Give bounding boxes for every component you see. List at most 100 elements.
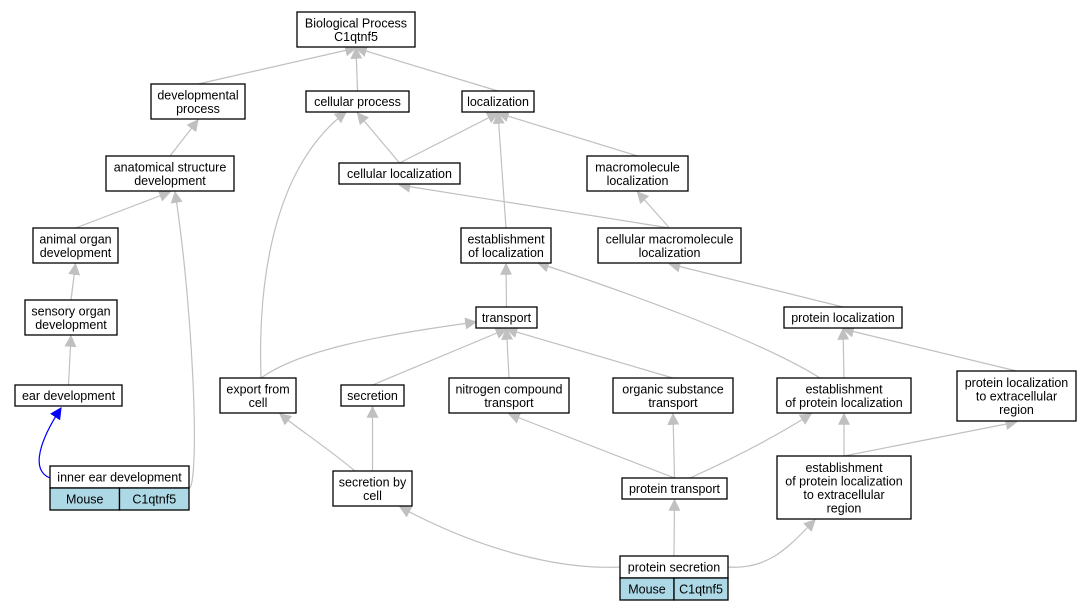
node-label-line: secretion xyxy=(347,389,398,403)
node-label-line: region xyxy=(999,403,1034,417)
node-label-line: transport xyxy=(648,396,698,410)
node-box xyxy=(150,83,246,120)
node-box xyxy=(783,306,903,329)
annotation-cell-label: C1qtnf5 xyxy=(679,583,723,597)
node-label-line: cell xyxy=(249,396,268,410)
edge-prot_transport-to-nitrogen xyxy=(507,412,675,479)
annotation-cell-box xyxy=(673,577,729,601)
node-box xyxy=(340,384,405,407)
edge-export-to-transport xyxy=(260,317,478,379)
edge-cell_loc-to-cell_proc xyxy=(356,112,400,164)
node-secretion[interactable]: secretion xyxy=(340,384,405,407)
node-box xyxy=(296,11,416,48)
annotation-cell-mouse[interactable]: Mouse xyxy=(49,487,121,511)
node-label-line: region xyxy=(827,501,862,515)
node-label-line: ear development xyxy=(22,389,116,403)
edge-animal_organ-to-anat xyxy=(75,190,172,229)
edge-sec_by_cell-to-export xyxy=(279,413,356,472)
annotation-cell-label: C1qtnf5 xyxy=(132,493,176,507)
node-label-line: developmental xyxy=(157,88,238,102)
node-label-line: development xyxy=(134,174,206,188)
node-label-line: transport xyxy=(482,311,532,325)
node-label-line: localization xyxy=(639,246,701,260)
node-label-line: development xyxy=(35,318,107,332)
edge-prot_sec-to-est_prot_loc_extra xyxy=(727,519,816,568)
node-label-line: cellular macromolecule xyxy=(606,232,734,246)
node-label-line: nitrogen compound xyxy=(455,382,562,396)
node-box xyxy=(219,377,297,414)
node-transport[interactable]: transport xyxy=(475,306,538,329)
node-box xyxy=(776,455,912,520)
annotation-cell-c1qtnf5[interactable]: C1qtnf5 xyxy=(673,577,729,601)
edge-nitrogen-to-transport xyxy=(501,327,514,379)
edge-inner_ear-to-ear xyxy=(38,406,62,479)
node-label-line: process xyxy=(176,102,220,116)
node-cell-proc[interactable]: cellular process xyxy=(305,90,410,113)
edge-prot_loc-to-cell_macro_loc xyxy=(668,260,844,308)
node-box xyxy=(14,384,123,407)
node-box xyxy=(32,227,119,264)
node-box xyxy=(105,155,235,192)
node-loc[interactable]: localization xyxy=(461,90,535,113)
node-label-line: establishment xyxy=(467,232,545,246)
edge-cell_macro_loc-to-cell_loc xyxy=(398,180,670,229)
node-label-line: inner ear development xyxy=(57,471,182,485)
node-label-line: localization xyxy=(607,174,669,188)
annotation-cell-mouse[interactable]: Mouse xyxy=(619,577,675,601)
node-box xyxy=(24,299,118,336)
node-label-line: C1qtnf5 xyxy=(334,30,378,44)
node-box xyxy=(332,470,413,507)
edge-prot_sec-to-prot_transport xyxy=(668,498,681,557)
node-label-line: cellular process xyxy=(314,95,401,109)
node-label-line: protein transport xyxy=(629,482,721,496)
node-label-line: establishment xyxy=(805,461,883,475)
node-box xyxy=(338,162,461,185)
node-label-line: protein localization xyxy=(965,376,1069,390)
node-label-line: development xyxy=(40,246,112,260)
node-box xyxy=(621,477,728,500)
edges-layer xyxy=(38,44,1018,568)
edge-loc-to-bp xyxy=(354,45,499,92)
node-prot-loc[interactable]: protein localization xyxy=(783,306,903,329)
node-cell-loc[interactable]: cellular localization xyxy=(338,162,461,185)
node-label-line: animal organ xyxy=(39,232,111,246)
node-label-line: transport xyxy=(484,396,534,410)
edge-cell_loc-to-loc xyxy=(399,112,500,164)
node-prot-transport[interactable]: protein transport xyxy=(621,477,728,500)
edge-prot_sec-to-sec_by_cell xyxy=(398,506,621,568)
edge-macro_loc-to-loc xyxy=(496,110,638,157)
annotation-cell-label: Mouse xyxy=(628,583,666,597)
annotation-cell-label: Mouse xyxy=(66,493,104,507)
annotation-cell-c1qtnf5[interactable]: C1qtnf5 xyxy=(118,487,190,511)
edge-est_prot_loc_extra-to-prot_loc_extra xyxy=(843,418,1018,457)
node-box xyxy=(475,306,538,329)
node-ear[interactable]: ear development xyxy=(14,384,123,407)
node-label-line: export from xyxy=(226,382,289,396)
edge-transport-to-est_loc xyxy=(500,262,513,308)
edge-cell_proc-to-bp xyxy=(350,46,363,92)
node-label-line: cell xyxy=(363,489,382,503)
edge-prot_loc_extra-to-prot_loc xyxy=(841,325,1017,372)
edge-est_prot_loc-to-prot_loc xyxy=(837,327,850,379)
node-label-line: sensory organ xyxy=(31,304,110,318)
node-label-line: cellular localization xyxy=(347,167,452,181)
node-label-line: protein localization xyxy=(791,311,895,325)
